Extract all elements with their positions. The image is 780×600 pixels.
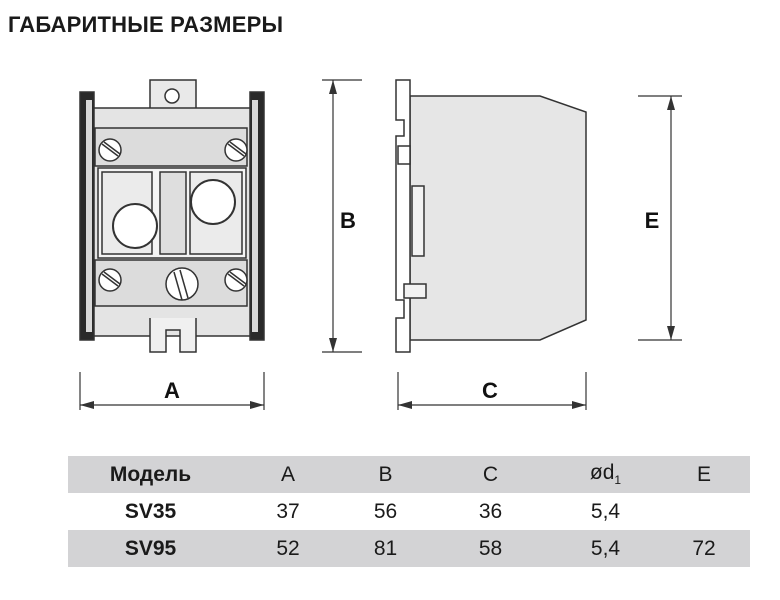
cell-c: 58 [478, 536, 503, 560]
cell-b: 81 [373, 536, 398, 560]
header-d-sub: 1 [614, 473, 622, 488]
label-c: C [482, 378, 498, 403]
header-a: A [280, 462, 295, 486]
label-b: B [340, 208, 356, 233]
screw-top-right [224, 138, 248, 162]
dimensions-table: Модель A B C ød1 E SV35 37 56 36 5,4 SV9… [68, 456, 750, 567]
table-row: SV95 52 81 58 5,4 72 [68, 530, 750, 567]
dimension-a [79, 372, 265, 410]
table-header-row: Модель A B C ød1 E [68, 456, 750, 493]
label-a: A [164, 378, 180, 403]
header-e: E [696, 462, 711, 486]
cell-model: SV95 [124, 536, 177, 560]
dimension-e [638, 95, 682, 341]
screw-bottom-right [224, 268, 248, 292]
dimension-b [322, 79, 362, 353]
table-row: SV35 37 56 36 5,4 [68, 493, 750, 530]
terminal-hole-left [112, 203, 158, 249]
dimension-c [397, 372, 587, 410]
cell-b: 56 [373, 499, 398, 523]
header-d-main: ød [589, 461, 615, 485]
header-c: C [482, 462, 499, 486]
header-d1: ød1 [553, 456, 658, 493]
cell-d1: 5,4 [590, 536, 621, 560]
cell-model: SV35 [124, 499, 177, 523]
cell-e: 72 [692, 536, 716, 560]
cell-e [658, 493, 750, 530]
page-title: ГАБАРИТНЫЕ РАЗМЕРЫ [8, 12, 284, 37]
din-clip [395, 79, 411, 353]
bottom-tab [149, 318, 197, 353]
side-housing [409, 95, 587, 341]
cell-a: 37 [276, 499, 300, 523]
cell-a: 52 [276, 536, 300, 560]
cell-d1: 5,4 [590, 499, 621, 523]
screw-top-left [98, 138, 122, 162]
label-e: E [645, 208, 660, 233]
cell-c: 36 [478, 499, 503, 523]
screw-bottom-center [165, 267, 199, 301]
header-model: Модель [109, 462, 192, 486]
header-b: B [378, 462, 393, 486]
side-view [395, 79, 587, 353]
terminal-hole-right [190, 179, 236, 225]
mounting-hole [164, 88, 180, 104]
dimensions-drawing: A B C E [79, 79, 682, 410]
front-view [79, 79, 265, 353]
screw-bottom-left [98, 268, 122, 292]
